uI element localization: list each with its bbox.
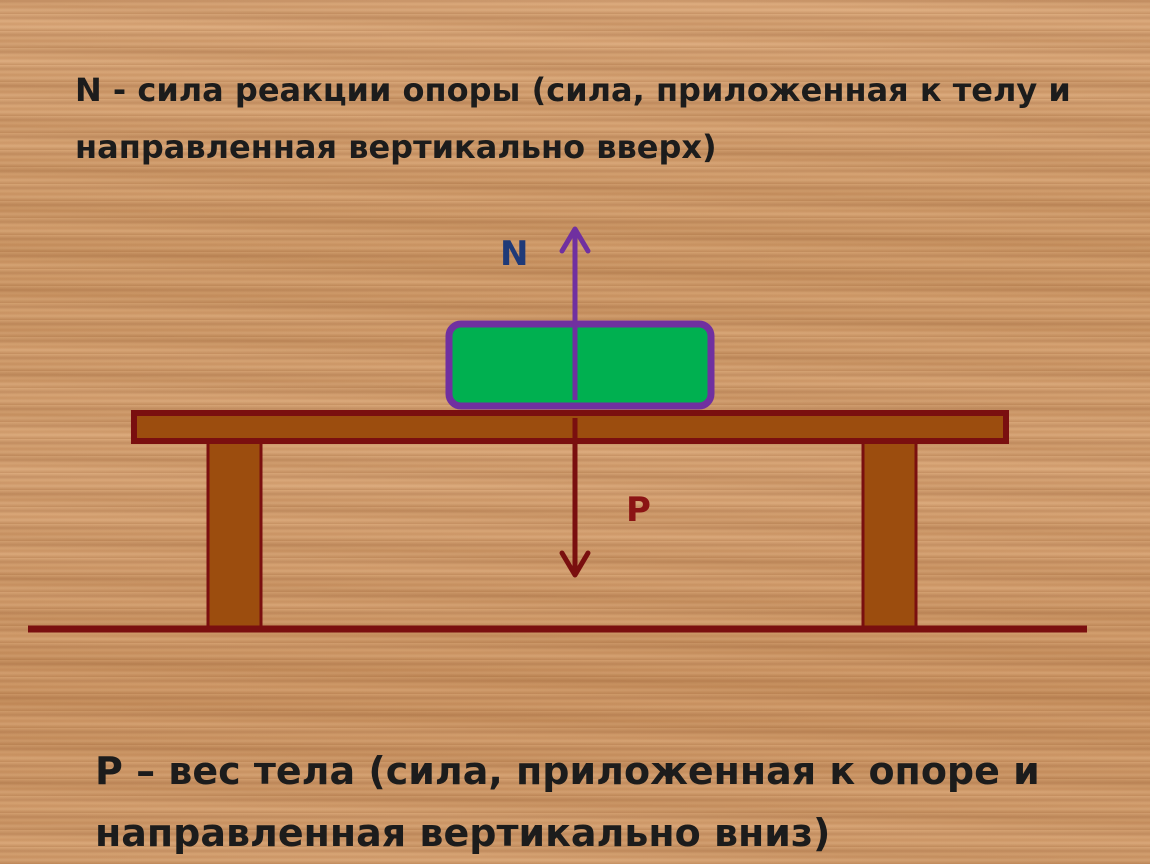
force-label-p: P [626, 490, 651, 530]
table-leg-left [206, 439, 263, 629]
definition-weight: P – вес тела (сила, приложенная к опоре … [95, 749, 1040, 855]
arrow-p-head [559, 550, 591, 578]
force-label-n: N [500, 234, 529, 274]
body-block [445, 320, 715, 410]
table-top [131, 410, 1009, 444]
arrow-n-head [559, 226, 591, 254]
table-leg-right [861, 439, 918, 629]
definition-normal-force: N - сила реакции опоры (сила, приложенна… [75, 71, 1071, 166]
